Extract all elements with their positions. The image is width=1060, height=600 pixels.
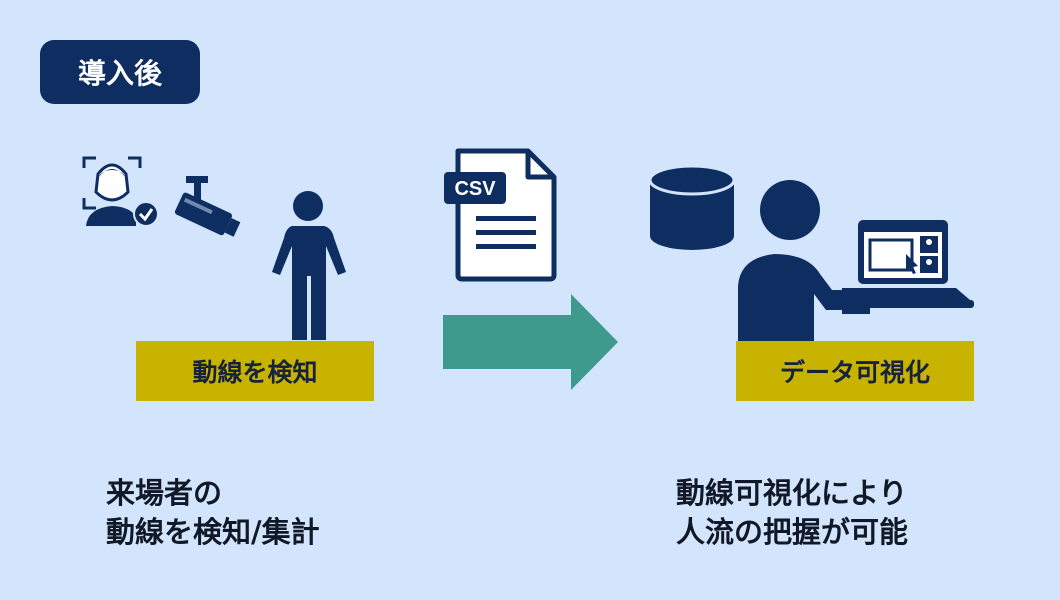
left-caption-line2: 動線を検知/集計 [106, 515, 320, 549]
person-at-computer-icon [738, 180, 974, 342]
flow-arrow-icon [443, 294, 618, 390]
after-introduction-badge: 導入後 [40, 40, 200, 104]
security-camera-icon [174, 176, 241, 237]
database-icon [648, 164, 736, 250]
detect-flow-label: 動線を検知 [136, 341, 374, 401]
csv-file-icon: CSV [444, 148, 557, 282]
right-caption: 動線可視化により 人流の把握が可能 [676, 474, 908, 552]
data-visualization-label: データ可視化 [736, 341, 974, 401]
right-caption-line1: 動線可視化により [676, 476, 908, 510]
csv-tag: CSV [454, 178, 496, 200]
right-caption-line2: 人流の把握が可能 [676, 515, 909, 549]
person-icon [272, 191, 346, 340]
left-caption: 来場者の 動線を検知/集計 [106, 474, 320, 552]
left-caption-line1: 来場者の [106, 476, 223, 510]
face-recognition-icon [82, 156, 159, 227]
